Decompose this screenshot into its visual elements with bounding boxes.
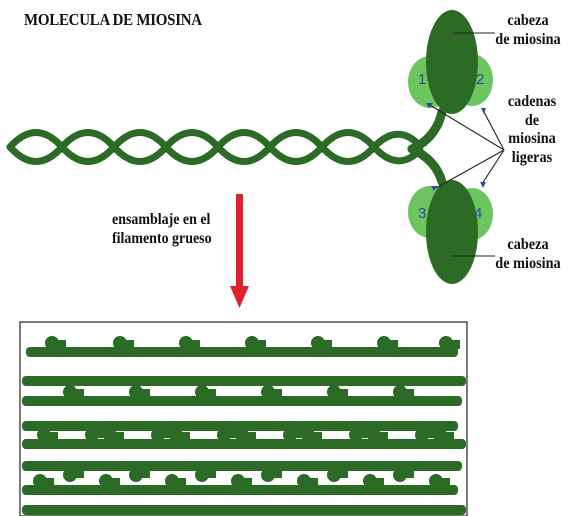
- myosin-neck-projection: [336, 389, 348, 398]
- myosin-neck-projection: [54, 340, 66, 349]
- myosin-neck-projection: [188, 340, 200, 349]
- myosin-neck-projection: [122, 340, 134, 349]
- myosin-neck-projection: [46, 432, 58, 441]
- label-head-bottom: cabeza de miosina: [489, 237, 566, 271]
- head-bottom: [426, 180, 478, 284]
- myosin-neck-projection: [402, 469, 414, 478]
- myosin-neck-projection: [112, 432, 124, 441]
- assembly-arrow: [230, 194, 249, 308]
- lobe-number-3: 3: [418, 205, 426, 222]
- myosin-neck-projection: [204, 389, 216, 398]
- myosin-tail: [10, 133, 420, 162]
- myosin-neck-projection: [438, 478, 450, 487]
- myosin-neck-projection: [138, 389, 150, 398]
- lobe-number-1: 1: [418, 71, 426, 88]
- myosin-neck-projection: [204, 469, 216, 478]
- myosin-neck-projection: [108, 478, 120, 487]
- myosin-neck-projection: [72, 469, 84, 478]
- myosin-neck-projection: [442, 432, 454, 441]
- filament-rod: [22, 505, 466, 515]
- head-top: [426, 10, 478, 114]
- myosin-neck-projection: [270, 389, 282, 398]
- myosin-neck-projection: [402, 389, 414, 398]
- myosin-neck-projection: [386, 340, 398, 349]
- myosin-neck-projection: [270, 469, 282, 478]
- myosin-neck-projection: [72, 389, 84, 398]
- filament-rod: [22, 376, 466, 386]
- myosin-neck-projection: [448, 340, 460, 349]
- myosin-neck-projection: [244, 432, 256, 441]
- myosin-neck-projection: [306, 478, 318, 487]
- myosin-neck-projection: [178, 432, 190, 441]
- myosin-neck-projection: [372, 478, 384, 487]
- myosin-neck-projection: [174, 478, 186, 487]
- myosin-neck-projection: [320, 340, 332, 349]
- myosin-neck-projection: [376, 432, 388, 441]
- label-light-chains: cadenas de miosina ligeras: [499, 94, 565, 165]
- page-title: MOLECULA DE MIOSINA: [24, 11, 202, 28]
- label-head-top: cabeza de miosina: [489, 13, 566, 47]
- myosin-neck-projection: [310, 432, 322, 441]
- myosin-neck-projection: [42, 478, 54, 487]
- label-assembly: ensamblaje en el filamento grueso: [112, 212, 212, 249]
- myosin-neck-projection: [138, 469, 150, 478]
- myosin-head-bottom: [408, 180, 493, 284]
- lobe-number-2: 2: [476, 71, 484, 88]
- myosin-neck-projection: [240, 478, 252, 487]
- lobe-number-4: 4: [474, 205, 482, 222]
- myosin-head-top: [408, 10, 493, 114]
- myosin-neck-projection: [254, 340, 266, 349]
- myosin-neck-projection: [336, 469, 348, 478]
- myosin-neck: [412, 112, 442, 182]
